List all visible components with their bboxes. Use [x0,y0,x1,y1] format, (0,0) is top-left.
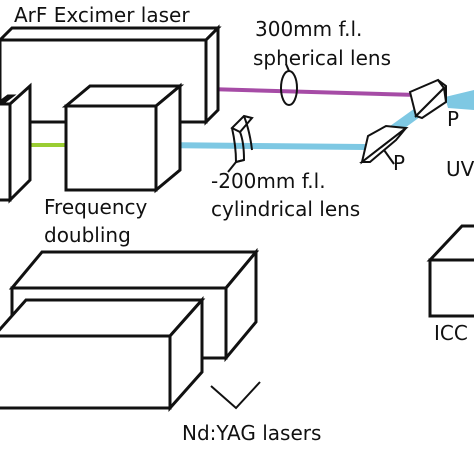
frequency-doubling-label-line1: Frequency [44,195,147,219]
spherical-lens [280,70,298,106]
uv-beam-output [445,90,474,110]
frequency-doubling-label-line2: doubling [44,223,131,247]
ndyag-pointers [210,381,261,410]
excimer-beam [207,87,419,97]
ndyag-lasers-label: Nd:YAG lasers [182,421,321,445]
prism-upper [408,78,448,120]
spherical-lens-label-line1: 300mm f.l. [255,17,362,41]
iccd-label: ICC [434,321,468,345]
prism-upper-label: P [447,107,459,131]
cylindrical-lens [227,114,254,173]
uv-label: UV [446,157,474,181]
prism-lower-label: P [393,151,405,175]
iccd-camera-box [426,224,474,318]
spherical-lens-pointer [285,63,290,72]
frequency-doubling-box [61,82,185,194]
left-laser-box [0,82,32,204]
prism-lower [359,124,409,165]
cylindrical-lens-label-line2: cylindrical lens [211,197,360,221]
cylindrical-lens-label-line1: -200mm f.l. [211,169,326,193]
ndyag-laser-front [0,296,206,412]
arf-laser-label: ArF Excimer laser [14,3,190,27]
spherical-lens-label-line2: spherical lens [253,46,391,70]
uv-beam [154,142,366,150]
